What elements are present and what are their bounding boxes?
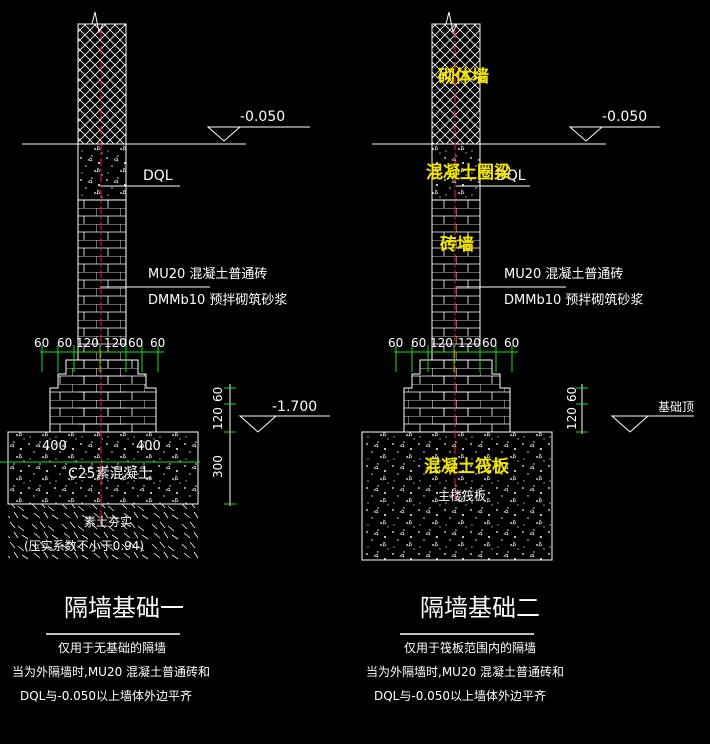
right-yellow-brick: 砖墙 xyxy=(440,234,474,255)
left-dim-ticks xyxy=(41,345,159,372)
left-side-dim-120: 120 xyxy=(211,407,225,430)
left-soil-label-2: (压实系数不小于0.94) xyxy=(24,538,144,553)
right-footing-core xyxy=(432,360,480,432)
left-footing-core xyxy=(78,360,126,432)
left-soil-label-1: 素土夯实 xyxy=(84,514,132,529)
right-dim-4: 60 xyxy=(482,336,497,350)
right-note-3: DQL与-0.050以上墙体外边平齐 xyxy=(374,688,546,703)
right-elevation-symbol-bottom xyxy=(610,415,694,433)
left-dim-0: 60 xyxy=(34,336,49,350)
right-elevation-symbol-top xyxy=(568,126,660,142)
right-dql-label: DQL xyxy=(496,168,526,184)
right-dim-3: 120 xyxy=(458,336,481,350)
left-note-1: 仅用于无基础的隔墙 xyxy=(58,640,166,655)
right-dim-0: 60 xyxy=(388,336,403,350)
left-dim-1: 60 xyxy=(57,336,72,350)
left-dim-400-left: 400 xyxy=(42,439,67,454)
right-elevation-bottom: 基础顶 xyxy=(658,400,694,414)
right-yellow-raft: 混凝土筏板 xyxy=(424,456,510,477)
left-detail: -0.050 DQL MU20 混凝土普通砖 DMMb10 预拌砌筑砂浆 60 … xyxy=(0,11,330,703)
left-elevation-top: -0.050 xyxy=(240,109,285,125)
right-dim-ticks xyxy=(395,345,513,372)
left-dim-2: 120 xyxy=(76,336,99,350)
left-concrete-pad xyxy=(7,431,199,505)
left-note-3: DQL与-0.050以上墙体外边平齐 xyxy=(20,688,192,703)
right-raft-label: 主楼筏板 xyxy=(438,488,486,503)
right-brick-wall xyxy=(431,199,481,361)
right-side-dim-60: 60 xyxy=(565,387,579,402)
right-elevation-top: -0.050 xyxy=(602,109,647,125)
left-dim-4: 60 xyxy=(128,336,143,350)
left-brick-label-2: DMMb10 预拌砌筑砂浆 xyxy=(148,292,287,308)
left-elevation-symbol-bottom xyxy=(238,415,330,433)
right-yellow-wall: 砌体墙 xyxy=(437,66,489,87)
left-dim-3: 120 xyxy=(104,336,127,350)
left-soil xyxy=(8,504,198,560)
left-dim-400-right: 400 xyxy=(136,439,161,454)
left-brick-label-1: MU20 混凝土普通砖 xyxy=(148,266,267,282)
left-dim-5: 60 xyxy=(150,336,165,350)
right-title: 隔墙基础二 xyxy=(420,594,540,622)
left-brick-wall xyxy=(77,199,127,361)
right-dim-2: 120 xyxy=(430,336,453,350)
left-title: 隔墙基础一 xyxy=(64,594,184,622)
right-masonry-wall xyxy=(431,23,481,145)
left-elevation-bottom: -1.700 xyxy=(272,399,317,415)
left-dql-label: DQL xyxy=(143,168,173,184)
right-brick-label-1: MU20 混凝土普通砖 xyxy=(504,266,623,282)
right-side-dim-120: 120 xyxy=(565,407,579,430)
right-note-2: 当为外隔墙时,MU20 混凝土普通砖和 xyxy=(366,664,564,679)
left-side-dim-300: 300 xyxy=(211,455,225,478)
right-yellow-beam: 混凝土圈梁 xyxy=(426,162,512,183)
left-ring-beam xyxy=(77,143,127,201)
right-detail: -0.050 DQL MU20 混凝土普通砖 DMMb10 预拌砌筑砂浆 60 … xyxy=(361,11,694,703)
left-break-mark xyxy=(78,11,126,34)
right-raft-slab xyxy=(361,431,553,561)
right-note-1: 仅用于筏板范围内的隔墙 xyxy=(404,640,536,655)
right-break-mark xyxy=(432,11,480,34)
right-dim-5: 60 xyxy=(504,336,519,350)
left-side-dim-60: 60 xyxy=(211,387,225,402)
right-brick-label-2: DMMb10 预拌砌筑砂浆 xyxy=(504,292,643,308)
left-note-2: 当为外隔墙时,MU20 混凝土普通砖和 xyxy=(12,664,210,679)
left-elevation-symbol-top xyxy=(206,126,310,142)
left-masonry-wall xyxy=(77,23,127,145)
left-concrete-label: C25素混凝土 xyxy=(68,466,152,482)
right-dim-1: 60 xyxy=(411,336,426,350)
